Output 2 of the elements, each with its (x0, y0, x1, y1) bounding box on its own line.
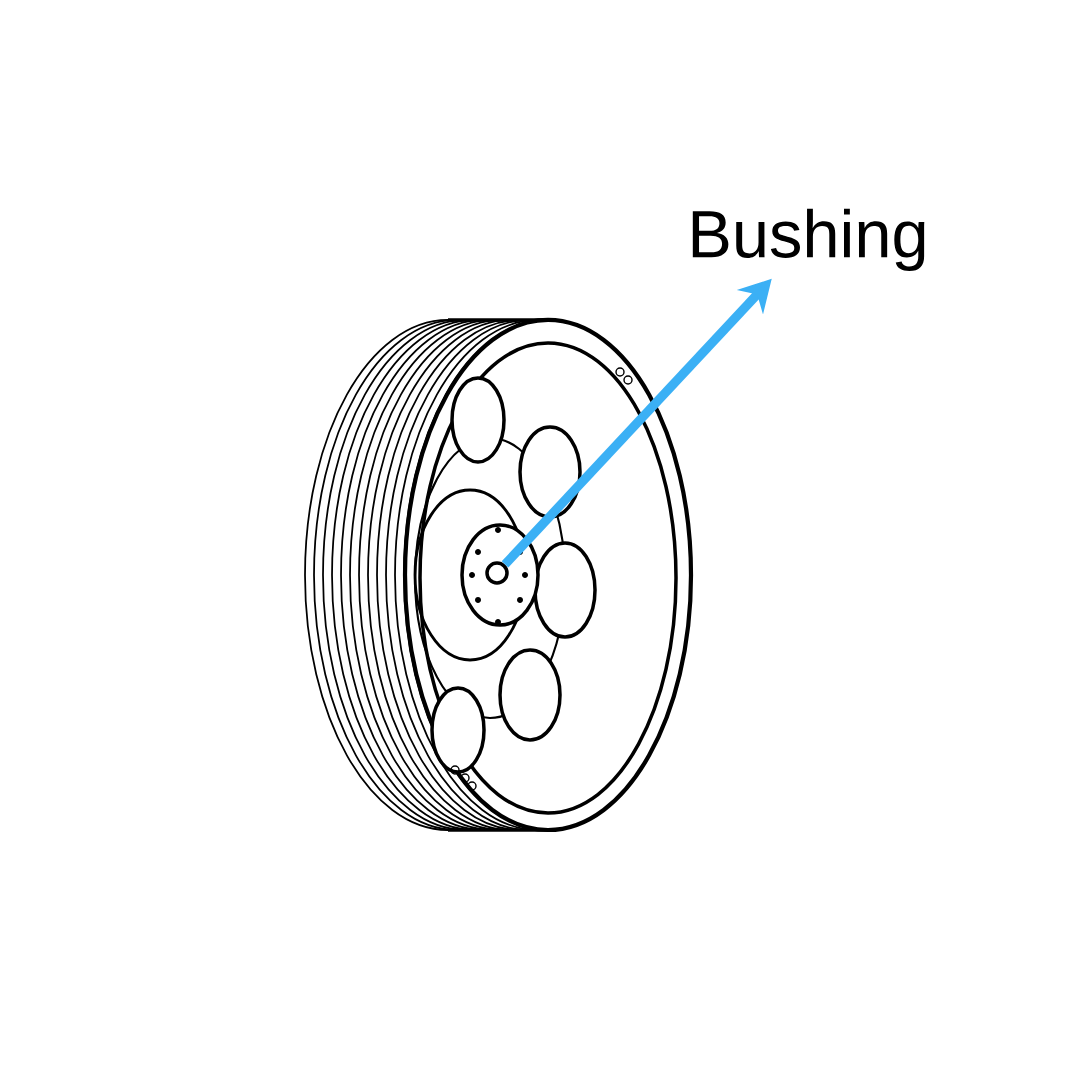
bushing (485, 561, 509, 585)
part-label: Bushing (692, 208, 925, 272)
